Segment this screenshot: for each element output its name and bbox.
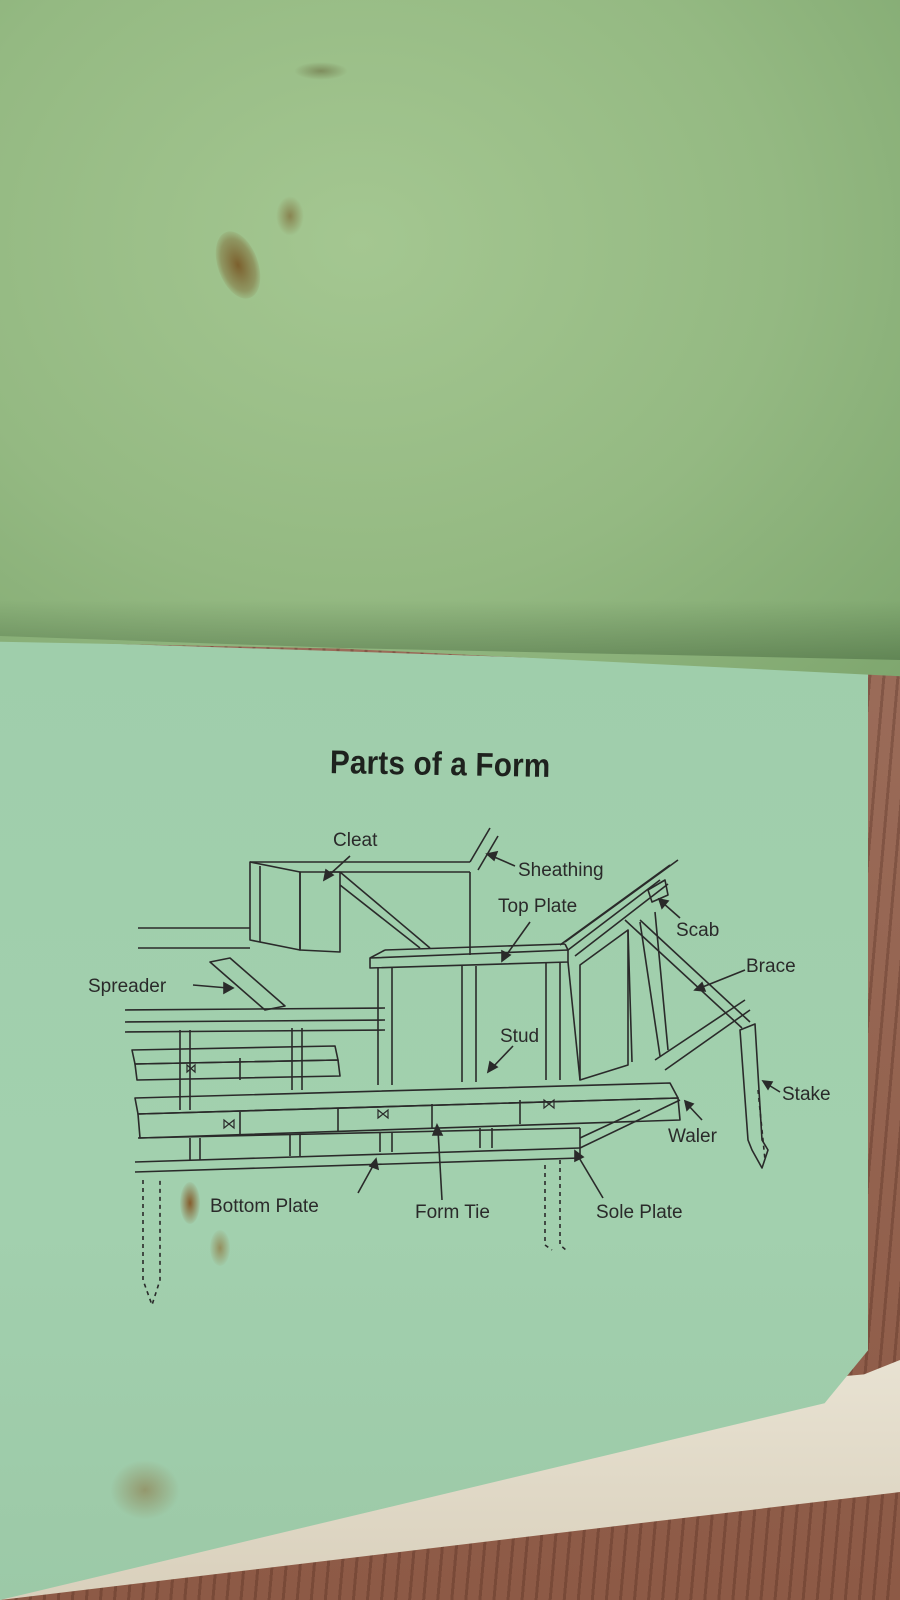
upper-page	[0, 0, 900, 677]
sheathing-lines	[138, 827, 499, 949]
label-top-plate: Top Plate	[498, 896, 577, 917]
label-scab: Scab	[676, 920, 719, 941]
rear-ledge	[124, 1007, 386, 1033]
stain-dots	[294, 62, 348, 80]
label-stud: Stud	[500, 1026, 539, 1047]
label-form-tie: Form Tie	[415, 1202, 490, 1223]
cleat-block	[249, 861, 471, 955]
label-sole-plate: Sole Plate	[596, 1202, 683, 1223]
bottom-plate	[134, 1099, 681, 1173]
label-brace: Brace	[746, 956, 796, 977]
form-ties	[186, 1063, 555, 1130]
lower-walers	[134, 1082, 681, 1139]
stain-small	[276, 196, 304, 236]
label-cleat: Cleat	[333, 830, 378, 851]
main-form-box	[369, 859, 679, 1085]
labels: Cleat Sheathing Top Plate Scab Brace Spr…	[88, 830, 831, 1223]
label-stake: Stake	[782, 1084, 831, 1105]
scab-piece	[647, 879, 669, 903]
label-bottom-plate: Bottom Plate	[210, 1196, 319, 1217]
spreader-piece	[209, 957, 286, 1011]
stain-lower	[180, 1182, 200, 1224]
brace-piece	[624, 919, 751, 1071]
stake-piece	[739, 1023, 769, 1169]
buried-stakes	[142, 1160, 567, 1306]
leader-lines	[192, 850, 781, 1201]
label-sheathing: Sheathing	[518, 860, 604, 881]
label-waler: Waler	[668, 1126, 718, 1147]
label-spreader: Spreader	[88, 976, 167, 997]
stain-lower-2	[210, 1230, 230, 1266]
stain-edge	[110, 1460, 180, 1520]
lower-studs	[189, 1128, 493, 1160]
